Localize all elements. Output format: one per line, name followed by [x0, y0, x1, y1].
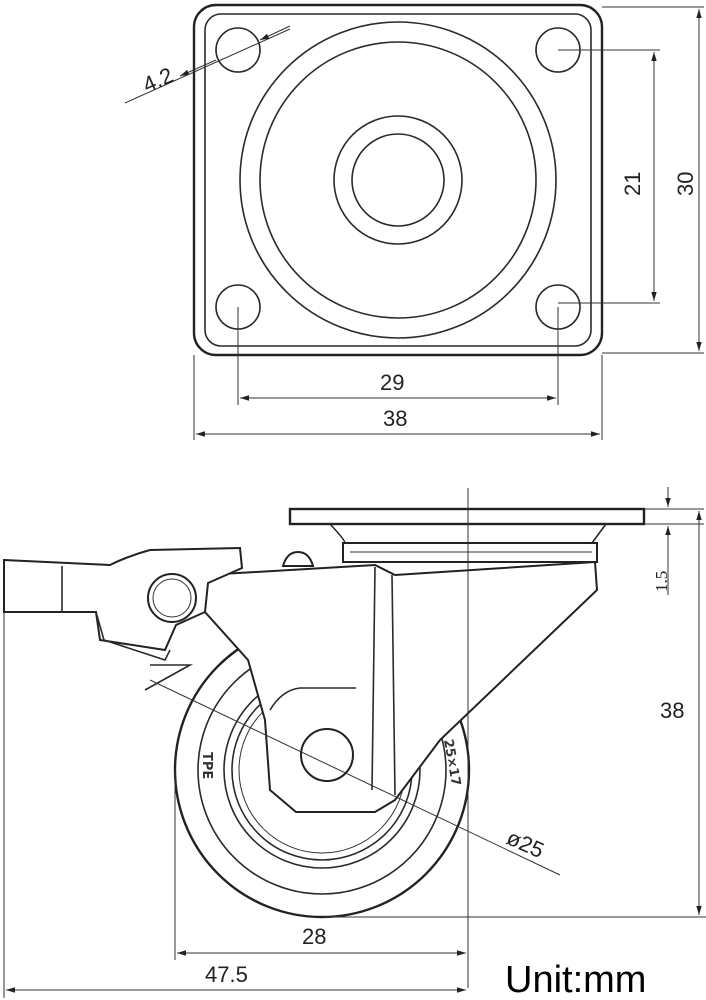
total-height-label: 38 — [660, 698, 684, 723]
hole-diameter-label: 4.2 — [139, 62, 177, 97]
brake-pivot — [147, 573, 197, 623]
unit-label: Unit:mm — [505, 959, 646, 1000]
mounting-plate — [192, 3, 604, 357]
kingpin-inner — [351, 133, 445, 227]
side-view: TPE 25×17 ø25 1.5 38 28 47.5 — [3, 487, 706, 998]
brake-lever — [3, 546, 244, 652]
fork — [204, 560, 599, 813]
swivel-race-outer — [239, 21, 557, 339]
hole-spacing-x-label: 29 — [380, 370, 404, 395]
plate-thickness-label: 1.5 — [652, 571, 671, 592]
wheel-width-label: 28 — [302, 924, 326, 949]
plate-height-label: 30 — [673, 172, 698, 196]
kingpin-outer — [333, 115, 463, 245]
tire-material-mark: TPE — [199, 752, 214, 779]
plate-width-label: 38 — [383, 406, 407, 431]
hole-spacing-y-label: 21 — [620, 172, 645, 196]
overall-length-label: 47.5 — [205, 962, 248, 987]
axle — [300, 728, 354, 782]
wheel-diameter-label: ø25 — [503, 825, 548, 863]
mounting-hole-tl — [215, 27, 261, 73]
side-mounting-plate — [288, 507, 646, 526]
top-view: 4.2 21 30 29 38 — [124, 3, 704, 440]
tire-size-mark: 25×17 — [440, 738, 463, 787]
